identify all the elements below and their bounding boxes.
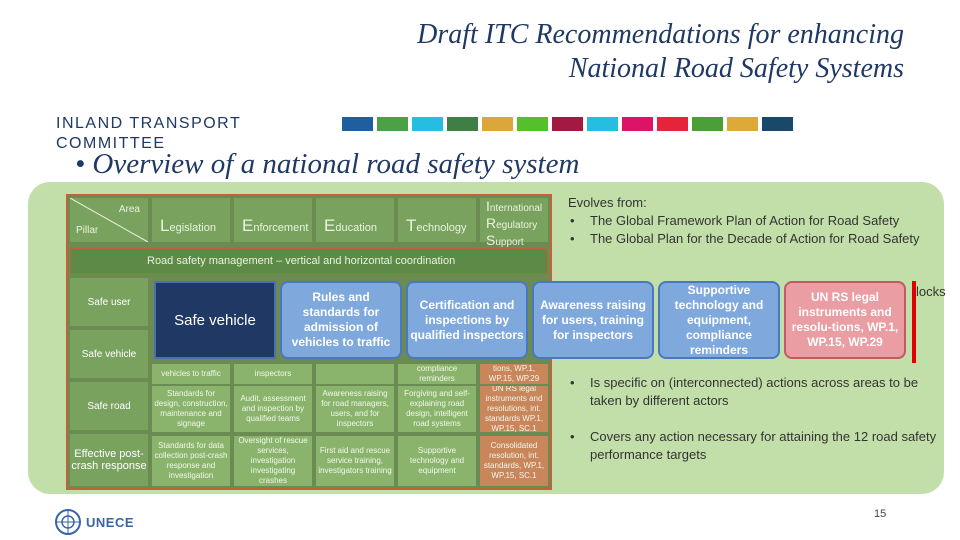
- column-header-irs: International Regulatory Support: [480, 198, 548, 248]
- sdg-color-block: [692, 117, 723, 131]
- bullet-text: Covers any action necessary for attainin…: [590, 429, 937, 462]
- overlay-box-certification: Certification and inspections by qualifi…: [406, 281, 528, 359]
- bullet-item: • Is specific on (interconnected) action…: [568, 374, 938, 410]
- committee-line2: COMMITTEE: [56, 135, 166, 152]
- cell-road-education: Awareness raising for road managers, use…: [316, 386, 394, 432]
- overlay-box-un-instruments: UN RS legal instruments and resolu-tions…: [784, 281, 906, 359]
- column-header-technology: Technology: [398, 198, 476, 242]
- unece-logo: UNECE: [54, 508, 134, 536]
- irs-word-3: upport: [495, 237, 524, 248]
- cell-road-irs: UN RS legal instruments and resolutions,…: [480, 386, 548, 432]
- cell-vehicle-irs: tions, WP.1, WP.15, WP.29: [480, 364, 548, 384]
- technology-rest: echnology: [416, 222, 467, 234]
- education-rest: ducation: [335, 222, 377, 234]
- cell-vehicle-education: [316, 364, 394, 384]
- cell-postcrash-technology: Supportive technology and equipment: [398, 436, 476, 486]
- slide-subtitle: • Overview of a national road safety sys…: [75, 148, 580, 180]
- blocks-fragment: locks: [916, 284, 946, 299]
- evolves-item: The Global Plan for the Decade of Action…: [568, 230, 920, 248]
- evolves-list: The Global Framework Plan of Action for …: [568, 212, 920, 248]
- cell-vehicle-enforcement: inspectors: [234, 364, 312, 384]
- sdg-color-block: [412, 117, 443, 131]
- page-number: 15: [874, 508, 887, 520]
- technology-initial: T: [406, 216, 417, 235]
- unece-logo-text: UNECE: [86, 514, 135, 530]
- legislation-rest: egislation: [169, 222, 216, 234]
- cell-postcrash-legislation: Standards for data collection post-crash…: [152, 436, 230, 486]
- sdg-color-block: [762, 117, 793, 131]
- row-label-safe-vehicle: Safe vehicle: [70, 330, 148, 378]
- evolves-item: The Global Framework Plan of Action for …: [568, 212, 920, 230]
- matrix-corner: Area Pillar: [70, 198, 148, 242]
- cell-road-legislation: Standards for design, construction, main…: [152, 386, 230, 432]
- bullet-dot: •: [570, 429, 575, 444]
- sdg-color-block: [727, 117, 758, 131]
- area-label: Area: [118, 204, 140, 215]
- column-header-legislation: Legislation: [152, 198, 230, 242]
- sdg-color-block: [587, 117, 618, 131]
- slide-title-line1: Draft ITC Recommendations for enhancing: [417, 19, 904, 50]
- overlay-red-bar: [912, 281, 916, 363]
- column-header-education: Education: [316, 198, 394, 242]
- irs-initial-2: R: [486, 215, 497, 231]
- sdg-color-block: [342, 117, 373, 131]
- sdg-color-block: [552, 117, 583, 131]
- slide-title: Draft ITC Recommendations for enhancing …: [264, 18, 904, 86]
- cell-postcrash-irs: Consolidated resolution, int. standards,…: [480, 436, 548, 486]
- sdg-color-block: [622, 117, 653, 131]
- safe-vehicle-label: Safe vehicle: [154, 281, 276, 359]
- cell-postcrash-enforcement: Oversight of rescue services, investigat…: [234, 436, 312, 486]
- bullet-text: Is specific on (interconnected) actions …: [590, 375, 919, 408]
- corner-diagonal: [70, 198, 148, 242]
- bullet-item: • Covers any action necessary for attain…: [568, 428, 938, 464]
- slide-title-line2: National Road Safety Systems: [568, 53, 904, 84]
- cell-vehicle-technology: compliance reminders: [398, 364, 476, 384]
- evolves-from-block: Evolves from: The Global Framework Plan …: [568, 194, 920, 248]
- committee-label: INLAND TRANSPORT COMMITTEE: [56, 114, 241, 154]
- sdg-color-block: [657, 117, 688, 131]
- row-label-post-crash: Effective post-crash response: [70, 434, 148, 486]
- cell-vehicle-legislation: vehicles to traffic: [152, 364, 230, 384]
- safe-vehicle-overlay: Safe vehicle Rules and standards for adm…: [152, 279, 916, 364]
- overlay-box-awareness: Awareness raising for users, training fo…: [532, 281, 654, 359]
- irs-word-2: egulatory: [496, 220, 538, 231]
- evolves-heading: Evolves from:: [568, 195, 647, 210]
- column-header-enforcement: Enforcement: [234, 198, 312, 242]
- road-safety-management-bar: Road safety management – vertical and ho…: [70, 248, 548, 274]
- education-initial: E: [324, 216, 336, 235]
- enforcement-rest: nforcement: [253, 222, 309, 234]
- sdg-color-strip: [342, 117, 793, 131]
- sdg-color-block: [377, 117, 408, 131]
- cell-postcrash-education: First aid and rescue service training, i…: [316, 436, 394, 486]
- sdg-color-block: [482, 117, 513, 131]
- legislation-initial: L: [160, 216, 170, 235]
- cell-road-technology: Forgiving and self-explaining road desig…: [398, 386, 476, 432]
- irs-word-1: nternational: [489, 203, 543, 214]
- overlay-box-rules: Rules and standards for admission of veh…: [280, 281, 402, 359]
- irs-initial-1: I: [486, 198, 490, 214]
- sdg-color-block: [517, 117, 548, 131]
- committee-line1: INLAND TRANSPORT: [56, 115, 242, 132]
- overlay-box-technology: Supportive technology and equipment, com…: [658, 281, 780, 359]
- irs-initial-3: S: [486, 232, 496, 248]
- pillar-label: Pillar: [76, 225, 99, 236]
- row-label-safe-road: Safe road: [70, 382, 148, 430]
- enforcement-initial: E: [242, 216, 254, 235]
- row-label-safe-user: Safe user: [70, 278, 148, 326]
- un-emblem-icon: [55, 509, 81, 535]
- bullet-dot: •: [570, 375, 575, 390]
- sdg-color-block: [447, 117, 478, 131]
- cell-road-enforcement: Audit, assessment and inspection by qual…: [234, 386, 312, 432]
